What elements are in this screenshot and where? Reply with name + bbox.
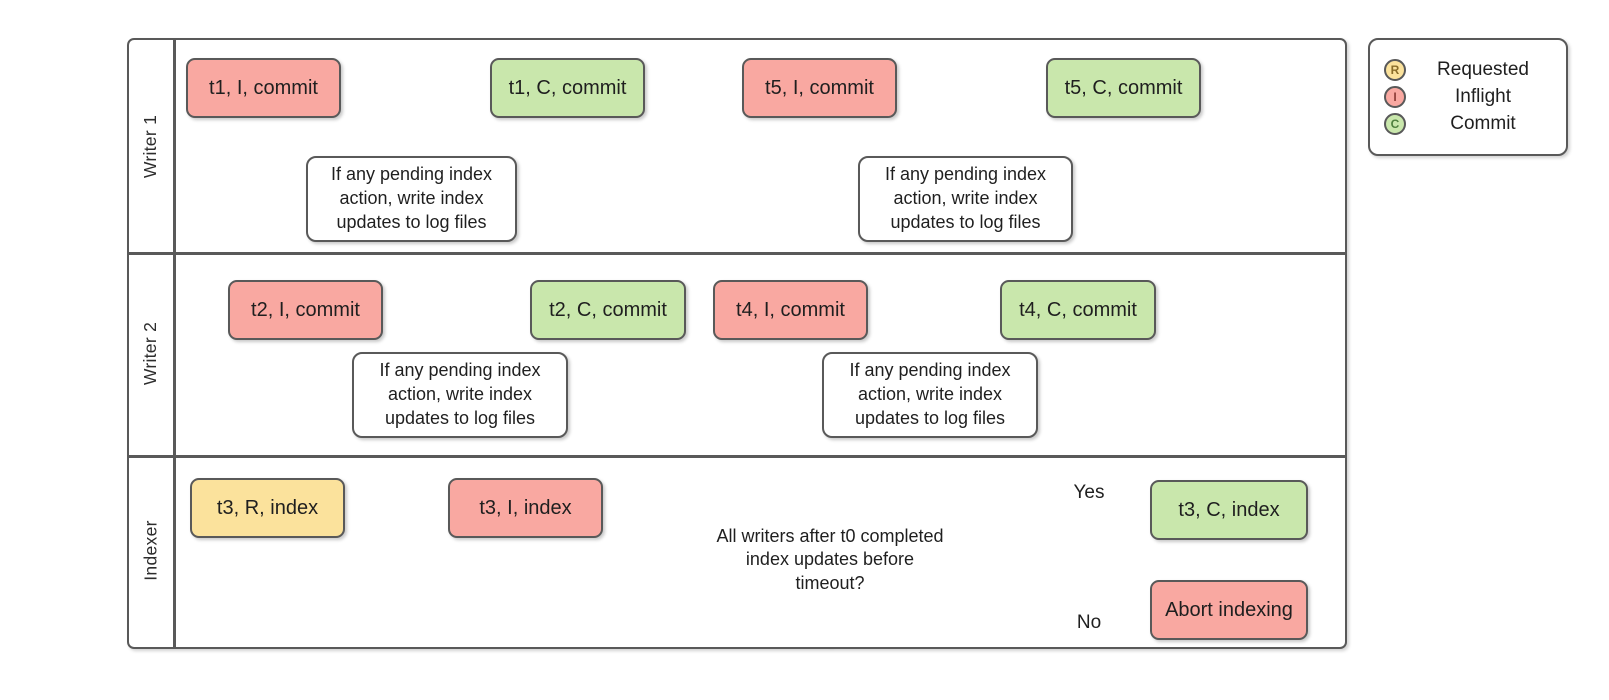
commit-state-icon: C bbox=[1384, 113, 1406, 135]
node-t3-commit: t3, C, index bbox=[1150, 480, 1308, 540]
node-t2-commit: t2, C, commit bbox=[530, 280, 686, 340]
legend: R Requested I Inflight C Commit bbox=[1368, 38, 1568, 156]
swimlane-frame: Writer 1 Writer 2 Indexer bbox=[127, 38, 1347, 649]
process-note-box: If any pending index action, write index… bbox=[352, 352, 568, 438]
branch-label-no: No bbox=[1076, 612, 1102, 633]
lane-label: Indexer bbox=[140, 520, 161, 581]
process-note-box: If any pending index action, write index… bbox=[306, 156, 517, 242]
node-t4-inflight: t4, I, commit bbox=[713, 280, 868, 340]
lane-header-writer-2: Writer 2 bbox=[129, 252, 173, 455]
node-t2-inflight: t2, I, commit bbox=[228, 280, 383, 340]
lane-header-divider bbox=[173, 40, 176, 647]
lane-divider bbox=[129, 252, 1345, 255]
legend-item-requested: R Requested bbox=[1384, 59, 1554, 81]
lane-divider bbox=[129, 455, 1345, 458]
lane-header-writer-1: Writer 1 bbox=[129, 40, 173, 252]
inflight-state-icon: I bbox=[1384, 86, 1406, 108]
node-t4-commit: t4, C, commit bbox=[1000, 280, 1156, 340]
process-note-box: If any pending index action, write index… bbox=[822, 352, 1038, 438]
node-t5-inflight: t5, I, commit bbox=[742, 58, 897, 118]
lane-label: Writer 2 bbox=[140, 321, 161, 386]
process-note-box: If any pending index action, write index… bbox=[858, 156, 1073, 242]
requested-state-icon: R bbox=[1384, 59, 1406, 81]
node-t1-inflight: t1, I, commit bbox=[186, 58, 341, 118]
node-abort-indexing: Abort indexing bbox=[1150, 580, 1308, 640]
lane-label: Writer 1 bbox=[140, 114, 161, 178]
branch-label-yes: Yes bbox=[1073, 482, 1105, 503]
legend-item-inflight: I Inflight bbox=[1384, 86, 1554, 108]
lane-header-indexer: Indexer bbox=[129, 455, 173, 646]
legend-label: Requested bbox=[1437, 59, 1529, 80]
node-t5-commit: t5, C, commit bbox=[1046, 58, 1201, 118]
node-t3-requested: t3, R, index bbox=[190, 478, 345, 538]
legend-item-commit: C Commit bbox=[1384, 113, 1554, 135]
legend-label: Commit bbox=[1450, 113, 1516, 134]
node-t1-commit: t1, C, commit bbox=[490, 58, 645, 118]
decision-question: All writers after t0 completed index upd… bbox=[716, 525, 944, 593]
legend-label: Inflight bbox=[1455, 86, 1511, 107]
node-t3-inflight: t3, I, index bbox=[448, 478, 603, 538]
